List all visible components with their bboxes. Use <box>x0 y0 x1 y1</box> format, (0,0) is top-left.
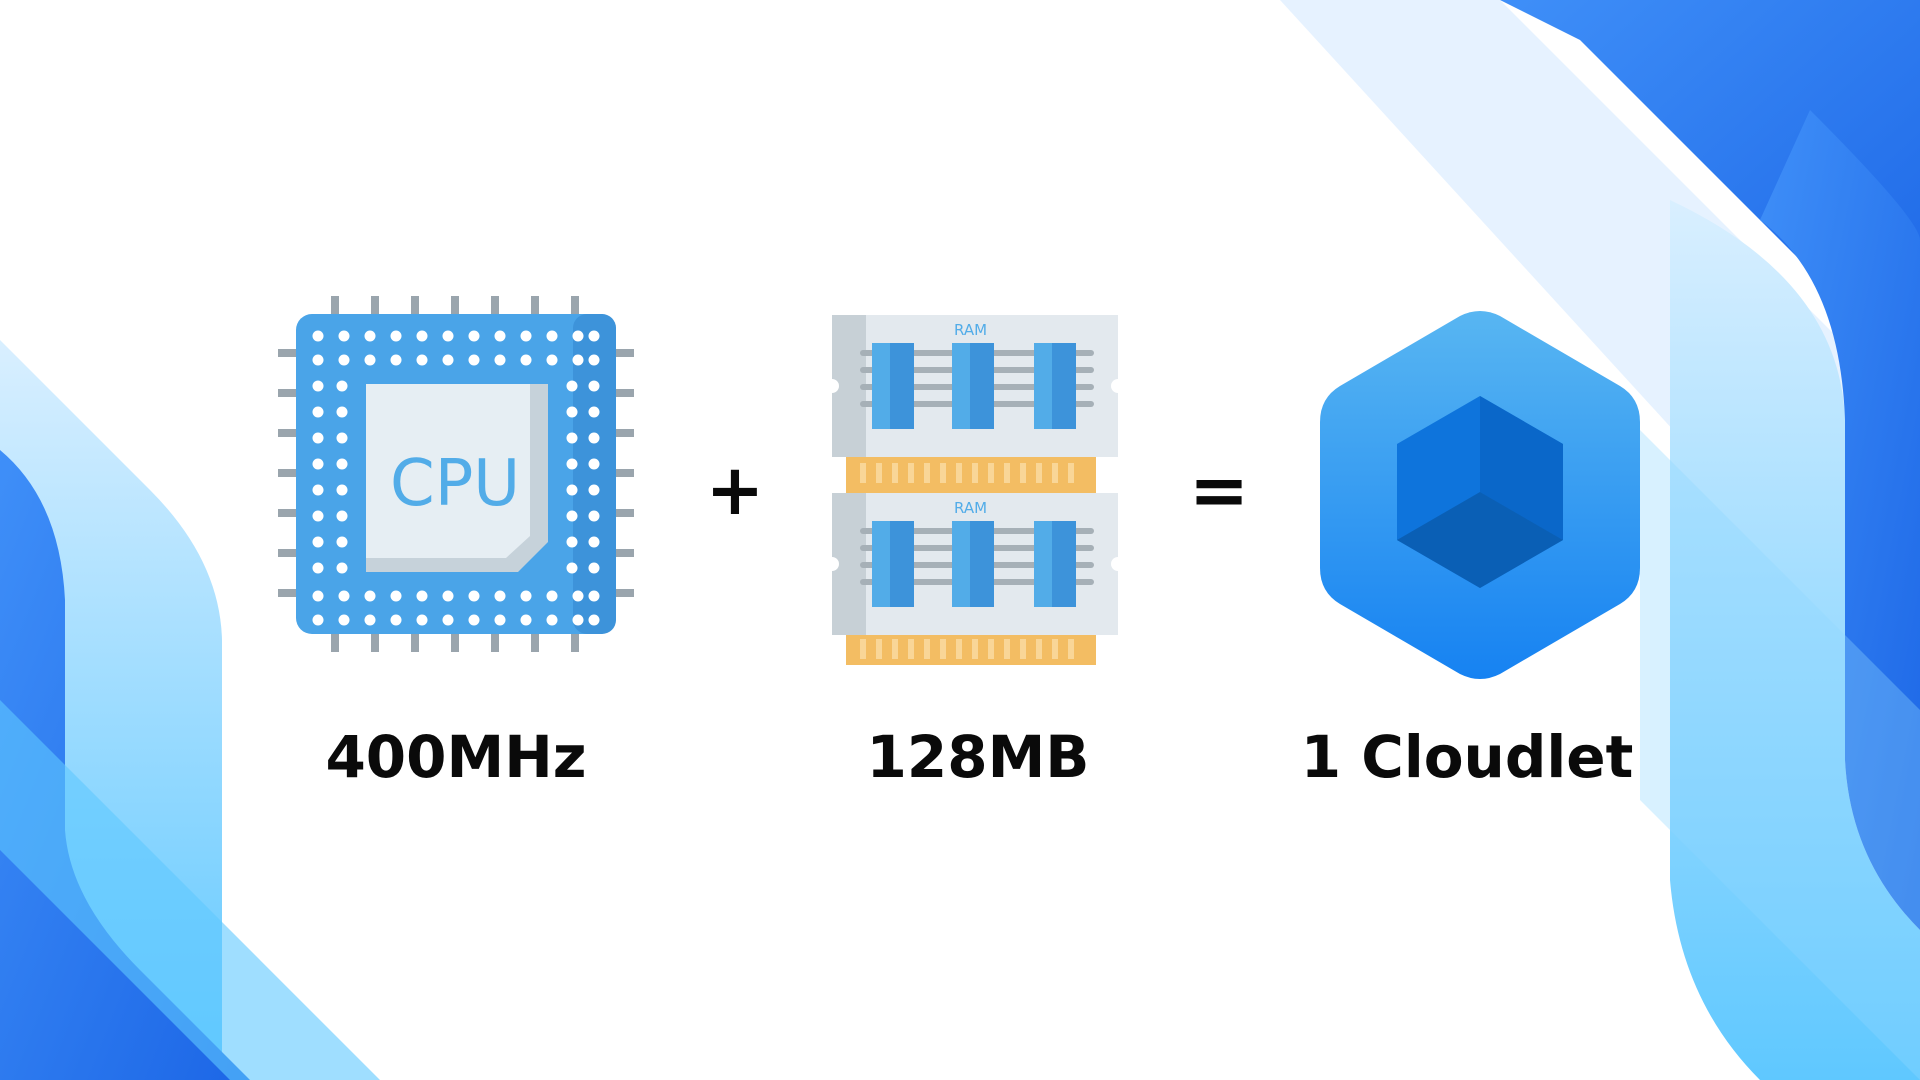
cloudlet-cube-icon <box>1315 310 1645 680</box>
plus-sign: + <box>705 449 765 531</box>
ram-stick-top: RAM <box>830 315 1120 495</box>
top-right-band <box>1500 0 1920 380</box>
cpu-value-label: 400MHz <box>325 723 587 791</box>
ram-module-icon: RAM RAM <box>830 315 1120 665</box>
right-dark-shape <box>1760 110 1920 930</box>
cloudlet-value-label: 1 Cloudlet <box>1300 723 1634 791</box>
ram-label-bottom: RAM <box>954 499 987 517</box>
ram-stick-bottom: RAM <box>830 493 1120 665</box>
cpu-chip-label: CPU <box>390 447 520 521</box>
cpu-chip-icon: CPU <box>278 296 634 652</box>
right-light-shape <box>1670 200 1920 1080</box>
equals-sign: = <box>1188 448 1250 532</box>
ram-value-label: 128MB <box>866 723 1090 791</box>
left-dark-shape <box>0 450 250 1080</box>
ram-label-top: RAM <box>954 321 987 339</box>
